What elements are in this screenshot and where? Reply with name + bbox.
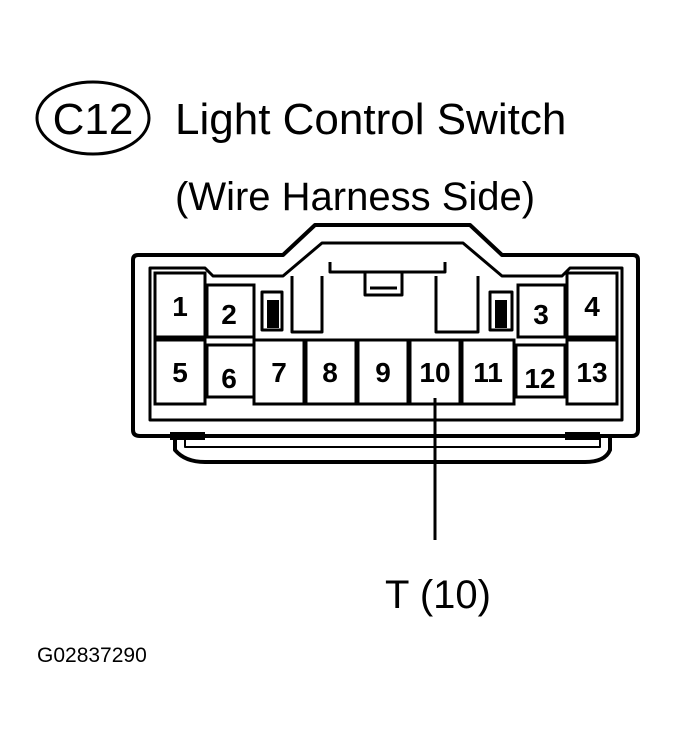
pin-number: 5 bbox=[172, 357, 188, 388]
figure-id: G02837290 bbox=[37, 644, 147, 667]
pin-number: 2 bbox=[221, 299, 237, 330]
terminal-cavities bbox=[153, 271, 619, 406]
pin-number: 9 bbox=[375, 357, 391, 388]
connector-code: C12 bbox=[53, 95, 134, 144]
connector-body bbox=[131, 223, 640, 464]
pin-number: 8 bbox=[322, 357, 338, 388]
connector-name: Light Control Switch bbox=[175, 95, 566, 144]
pin-number: 3 bbox=[533, 299, 549, 330]
pin-number: 10 bbox=[419, 357, 450, 388]
connector-code-ellipse bbox=[35, 80, 151, 156]
pin-number: 7 bbox=[271, 357, 287, 388]
pin-number: 12 bbox=[524, 363, 555, 394]
callout-label: T (10) bbox=[385, 573, 491, 617]
pin-number: 11 bbox=[473, 357, 503, 388]
pin-number: 1 bbox=[172, 291, 188, 322]
pin-numbers: 1 2 3 4 5 6 7 8 9 10 11 12 13 bbox=[172, 291, 607, 394]
pin-number: 13 bbox=[576, 357, 607, 388]
connector-side: (Wire Harness Side) bbox=[175, 175, 535, 219]
pin-number: 6 bbox=[221, 363, 237, 394]
pin-number: 4 bbox=[584, 291, 600, 322]
